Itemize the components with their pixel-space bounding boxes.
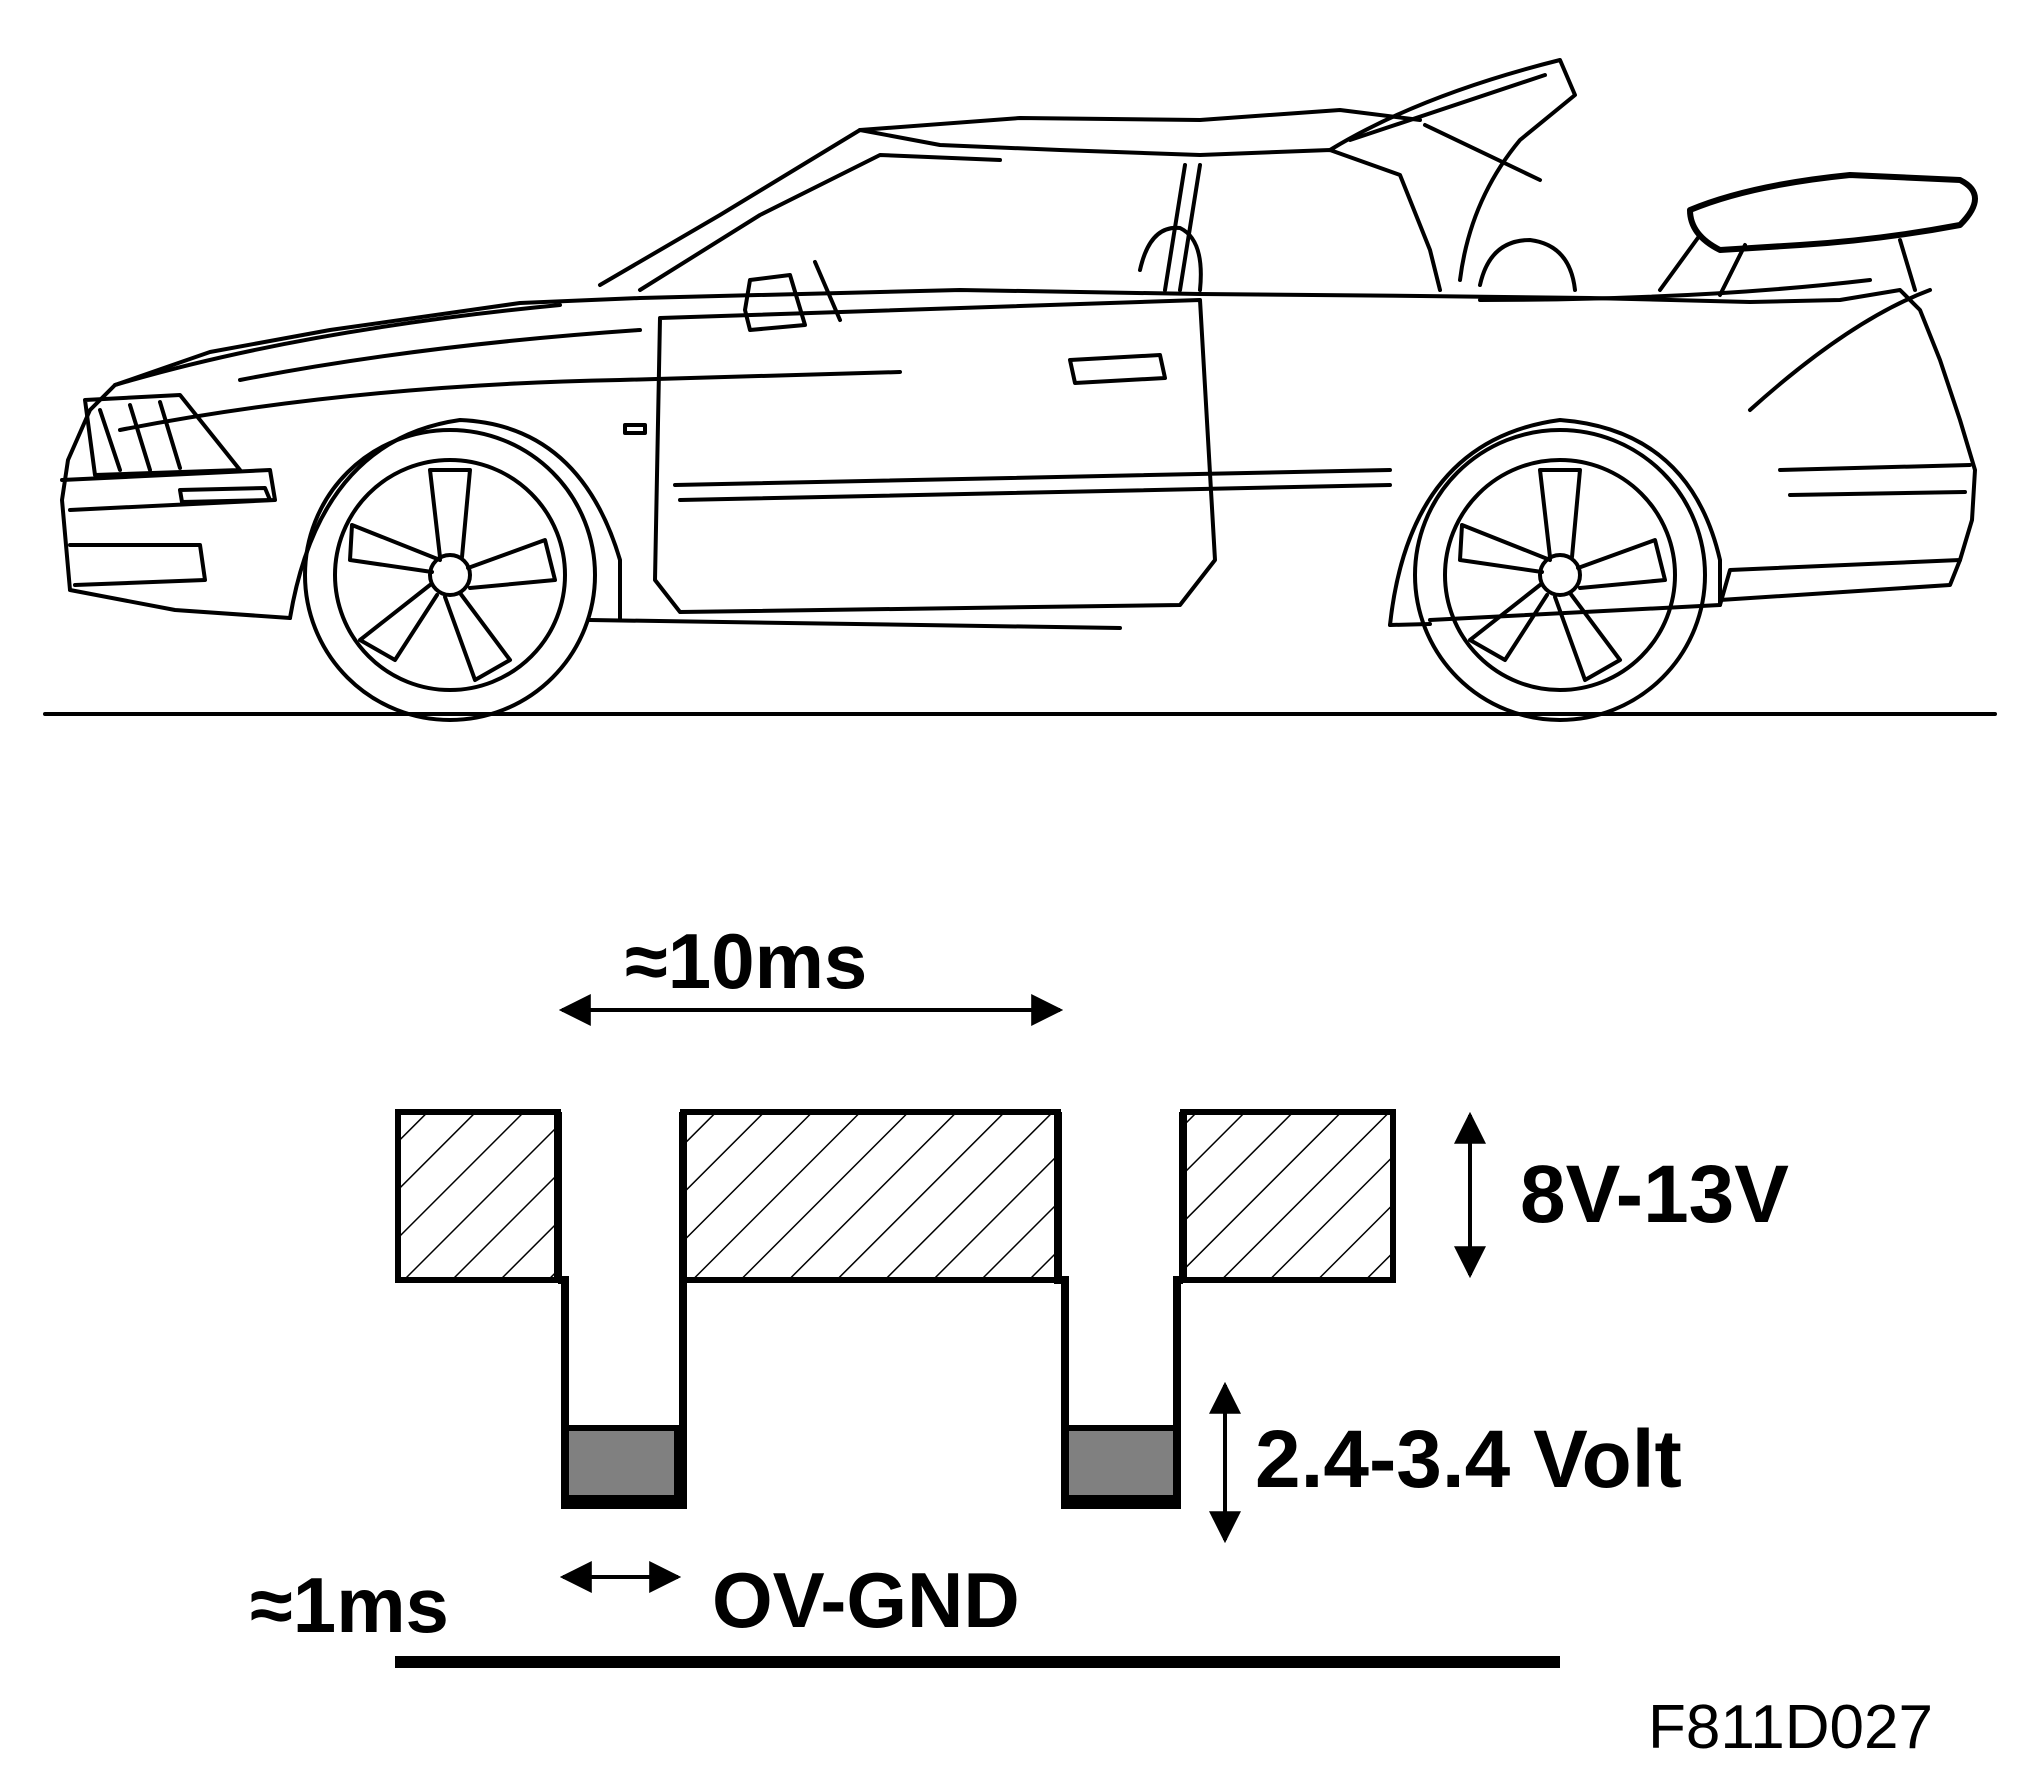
low-voltage-band-1 <box>562 1425 680 1501</box>
high-voltage-band-3 <box>1180 1109 1396 1283</box>
rear-wheel <box>1388 418 1722 722</box>
period-label: ≈10ms <box>625 917 867 1005</box>
ground-label: OV-GND <box>712 1556 1020 1644</box>
high-voltage-label: 8V-13V <box>1520 1149 1789 1240</box>
low-voltage-band-2 <box>1062 1425 1180 1501</box>
door-outline <box>653 298 1217 614</box>
front-wheel <box>288 418 622 722</box>
trunk-lid <box>1687 172 1978 253</box>
convertible-top <box>1328 58 1577 282</box>
high-voltage-band-2 <box>680 1109 1061 1283</box>
pulse-waveform <box>395 994 1560 1668</box>
car-illustration <box>43 58 1997 722</box>
pulse-width-label: ≈1ms <box>250 1561 449 1649</box>
high-voltage-band-1 <box>395 1109 561 1283</box>
signal-trace <box>558 1112 1183 1509</box>
windshield <box>598 128 1442 292</box>
figure-code: F811D027 <box>1648 1693 1933 1762</box>
car-body-outline <box>60 288 1977 630</box>
low-voltage-label: 2.4-3.4 Volt <box>1255 1414 1682 1505</box>
